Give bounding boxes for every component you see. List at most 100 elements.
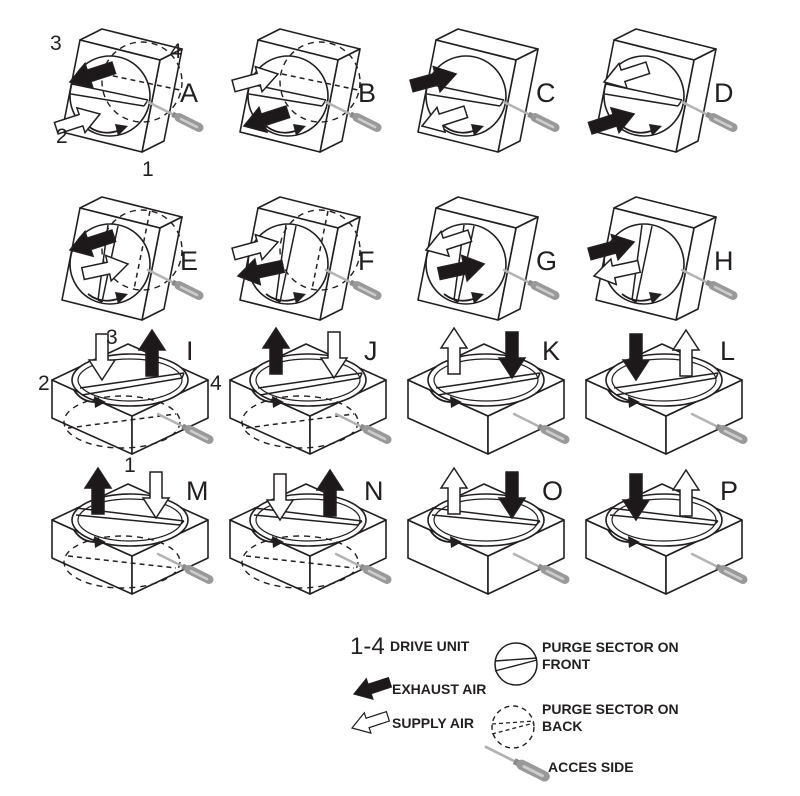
- unit-C: C: [409, 28, 560, 153]
- supply-air-arrow: [592, 257, 642, 286]
- unit-letter: M: [186, 476, 209, 506]
- unit-letter: O: [542, 476, 563, 506]
- exhaust-air-arrow: [587, 233, 636, 262]
- access-side-icon: [146, 100, 204, 132]
- access-side-icon: [512, 552, 570, 584]
- unit-letter: J: [364, 336, 378, 366]
- supply-air-arrow: [80, 254, 130, 283]
- exhaust-air-arrow: [68, 229, 117, 258]
- purge-sector-back-ghost: [63, 535, 181, 589]
- supply-air-arrow: [671, 328, 701, 377]
- purge-sector-back-ghost: [101, 209, 183, 291]
- access-side-icon: [502, 100, 560, 132]
- drive-position-number: 1: [124, 454, 136, 477]
- access-side-icon: [334, 412, 392, 444]
- unit-letter: D: [714, 78, 734, 108]
- supply-air-arrow: [231, 65, 280, 94]
- purge-sector-back-ghost: [101, 41, 183, 123]
- unit-D: D: [587, 28, 738, 153]
- unit-L: L: [585, 328, 748, 455]
- supply-air-arrow: [141, 471, 171, 520]
- purge-sector-slit: [435, 372, 541, 389]
- purge-sector-slit: [613, 372, 719, 389]
- purge-front-label-line1: PURGE SECTOR ON: [542, 639, 679, 655]
- exhaust-air-arrow: [409, 65, 458, 94]
- supply-air-icon: [350, 710, 391, 734]
- supply-air-arrow: [53, 106, 102, 135]
- access-side-icon: [502, 268, 560, 300]
- supply-air-arrow: [319, 331, 349, 380]
- purge-front-icon: [494, 642, 538, 686]
- exhaust-air-arrow: [621, 473, 651, 522]
- unit-letter: P: [720, 476, 738, 506]
- drive-unit-label: DRIVE UNIT: [390, 638, 470, 654]
- purge-sector-slit: [79, 372, 185, 389]
- purge-sector-slit: [257, 372, 363, 389]
- purge-sector-back-ghost: [279, 209, 361, 291]
- drive-position-number: 4: [210, 372, 222, 395]
- drive-position-number: 2: [56, 125, 68, 148]
- purge-sector-slit: [609, 507, 719, 522]
- exhaust-air-arrow: [242, 105, 291, 134]
- supply-air-arrow: [265, 473, 295, 522]
- access-side-icon: [484, 745, 550, 782]
- purge-back-label-line2: BACK: [542, 718, 582, 734]
- supply-air-arrow: [420, 105, 469, 134]
- supply-air-arrow: [439, 326, 469, 375]
- purge-sector-back-ghost: [241, 535, 359, 589]
- unit-E: E: [61, 196, 204, 321]
- unit-letter: K: [542, 336, 560, 366]
- exhaust-air-arrow: [315, 468, 345, 517]
- supply-air-arrow: [439, 466, 469, 515]
- access-side-icon: [156, 412, 214, 444]
- access-side-icon: [680, 100, 738, 132]
- supply-air-arrow: [87, 333, 117, 382]
- supply-air-label: SUPPLY AIR: [392, 715, 474, 731]
- access-side-icon: [146, 268, 204, 300]
- access-side-icon: [334, 552, 392, 584]
- access-side-icon: [512, 412, 570, 444]
- legend: 1-4 DRIVE UNIT EXHAUST AIR SUPPLY AIR PU…: [350, 633, 679, 782]
- unit-letter: E: [180, 246, 198, 276]
- exhaust-air-arrow: [621, 333, 651, 382]
- purge-sector-slit: [253, 507, 363, 522]
- exhaust-air-arrow: [236, 257, 286, 286]
- supply-air-arrow: [602, 61, 651, 90]
- unit-H: H: [587, 196, 738, 321]
- purge-sector-back-ghost: [241, 395, 359, 449]
- unit-O: O: [407, 466, 570, 595]
- unit-letter: F: [358, 246, 375, 276]
- unit-letter: H: [714, 246, 734, 276]
- unit-letter: N: [364, 476, 384, 506]
- unit-B: B: [231, 28, 382, 153]
- supply-air-arrow: [231, 233, 280, 262]
- purge-sector-slit: [635, 225, 653, 303]
- supply-air-arrow: [671, 468, 701, 517]
- drive-position-number: 4: [170, 40, 182, 63]
- exhaust-air-arrow: [68, 61, 117, 90]
- unit-N: N: [229, 468, 392, 595]
- access-side-label: ACCES SIDE: [548, 759, 634, 775]
- drive-unit-range: 1-4: [350, 633, 385, 660]
- access-side-icon: [690, 552, 748, 584]
- unit-M: M: [51, 466, 214, 595]
- unit-letter: G: [536, 246, 557, 276]
- unit-G: G: [417, 196, 560, 321]
- access-side-icon: [324, 100, 382, 132]
- exhaust-air-arrow: [497, 331, 527, 380]
- exhaust-air-arrow: [261, 326, 291, 375]
- purge-back-label-line1: PURGE SECTOR ON: [542, 701, 679, 717]
- unit-letter: L: [720, 336, 735, 366]
- access-side-icon: [484, 745, 550, 782]
- supply-air-arrow: [424, 229, 473, 258]
- exhaust-air-icon: [352, 676, 393, 700]
- unit-K: K: [407, 326, 570, 455]
- purge-sector-back-ghost: [63, 395, 181, 449]
- unit-J: J: [229, 326, 392, 455]
- access-side-icon: [680, 268, 738, 300]
- purge-back-icon: [491, 705, 535, 749]
